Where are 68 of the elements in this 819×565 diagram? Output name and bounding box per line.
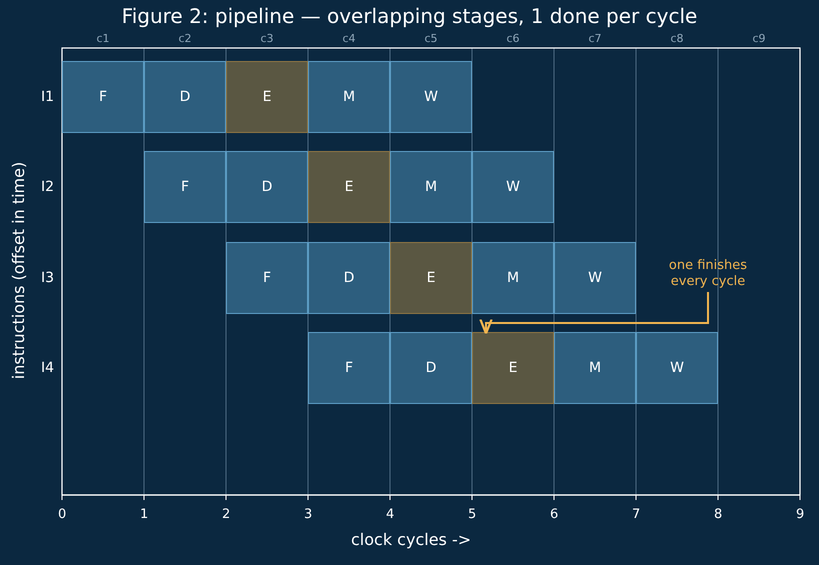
row-label: I1 (41, 89, 54, 105)
stage-box (390, 61, 472, 133)
stage-box (554, 332, 636, 404)
stage-box (226, 151, 308, 223)
column-label: c1 (96, 32, 110, 45)
column-label: c2 (178, 32, 192, 45)
stage-box (144, 151, 226, 223)
stage-box (144, 61, 226, 133)
stage-box (226, 242, 308, 314)
stage-label: E (344, 179, 354, 195)
stage-box (472, 242, 554, 314)
tick-label: 0 (58, 507, 66, 522)
tick-label: 6 (550, 507, 558, 522)
stage-box (308, 242, 390, 314)
tick-label: 4 (386, 507, 394, 522)
arrow (479, 292, 709, 335)
tick-label: 3 (304, 507, 312, 522)
stage-box (390, 242, 472, 314)
stage-label: W (670, 360, 684, 376)
column-label: c5 (424, 32, 438, 45)
column-label: c4 (342, 32, 356, 45)
stage-box (62, 61, 144, 133)
stage-label: E (508, 360, 518, 376)
stage-label: M (506, 270, 520, 286)
column-label: c9 (752, 32, 766, 45)
column-label: c3 (260, 32, 274, 45)
row-label: I2 (41, 179, 54, 195)
column-label: c8 (670, 32, 684, 45)
stage-label: E (262, 89, 272, 105)
annotation-text: one finishes every cycle (652, 258, 764, 290)
stage-label: W (588, 270, 602, 286)
tick-label: 1 (140, 507, 148, 522)
stage-label: F (262, 270, 272, 286)
column-label: c7 (588, 32, 602, 45)
stage-label: F (98, 89, 108, 105)
axis-title: instructions (offset in time) (8, 161, 28, 379)
stage-label: W (506, 179, 520, 195)
tick-label: 2 (222, 507, 230, 522)
stage-box (472, 151, 554, 223)
stage-label: D (180, 89, 190, 105)
stage-label: D (426, 360, 436, 376)
stage-label: F (344, 360, 354, 376)
stage-label: E (426, 270, 436, 286)
row-label: I3 (41, 270, 54, 286)
tick-label: 9 (796, 507, 804, 522)
tick-label: 5 (468, 507, 476, 522)
stage-label: W (424, 89, 438, 105)
row-label: I4 (41, 360, 54, 376)
tick-label: 8 (714, 507, 722, 522)
stage-box (472, 332, 554, 404)
stage-box (226, 61, 308, 133)
stage-box (390, 332, 472, 404)
stage-box (636, 332, 718, 404)
stage-box (308, 61, 390, 133)
chart-title: Figure 2: pipeline — overlapping stages, 1 done per cycle (120, 4, 698, 28)
stage-box (554, 242, 636, 314)
axis-title: clock cycles -> (351, 530, 472, 549)
stage-box (308, 332, 390, 404)
stage-box (390, 151, 472, 223)
stage-label: M (588, 360, 602, 376)
stage-box (308, 151, 390, 223)
stage-label: F (180, 179, 190, 195)
tick-label: 7 (632, 507, 640, 522)
stage-label: D (262, 179, 272, 195)
column-label: c6 (506, 32, 520, 45)
stage-label: D (344, 270, 354, 286)
stage-label: M (424, 179, 438, 195)
stage-label: M (342, 89, 356, 105)
